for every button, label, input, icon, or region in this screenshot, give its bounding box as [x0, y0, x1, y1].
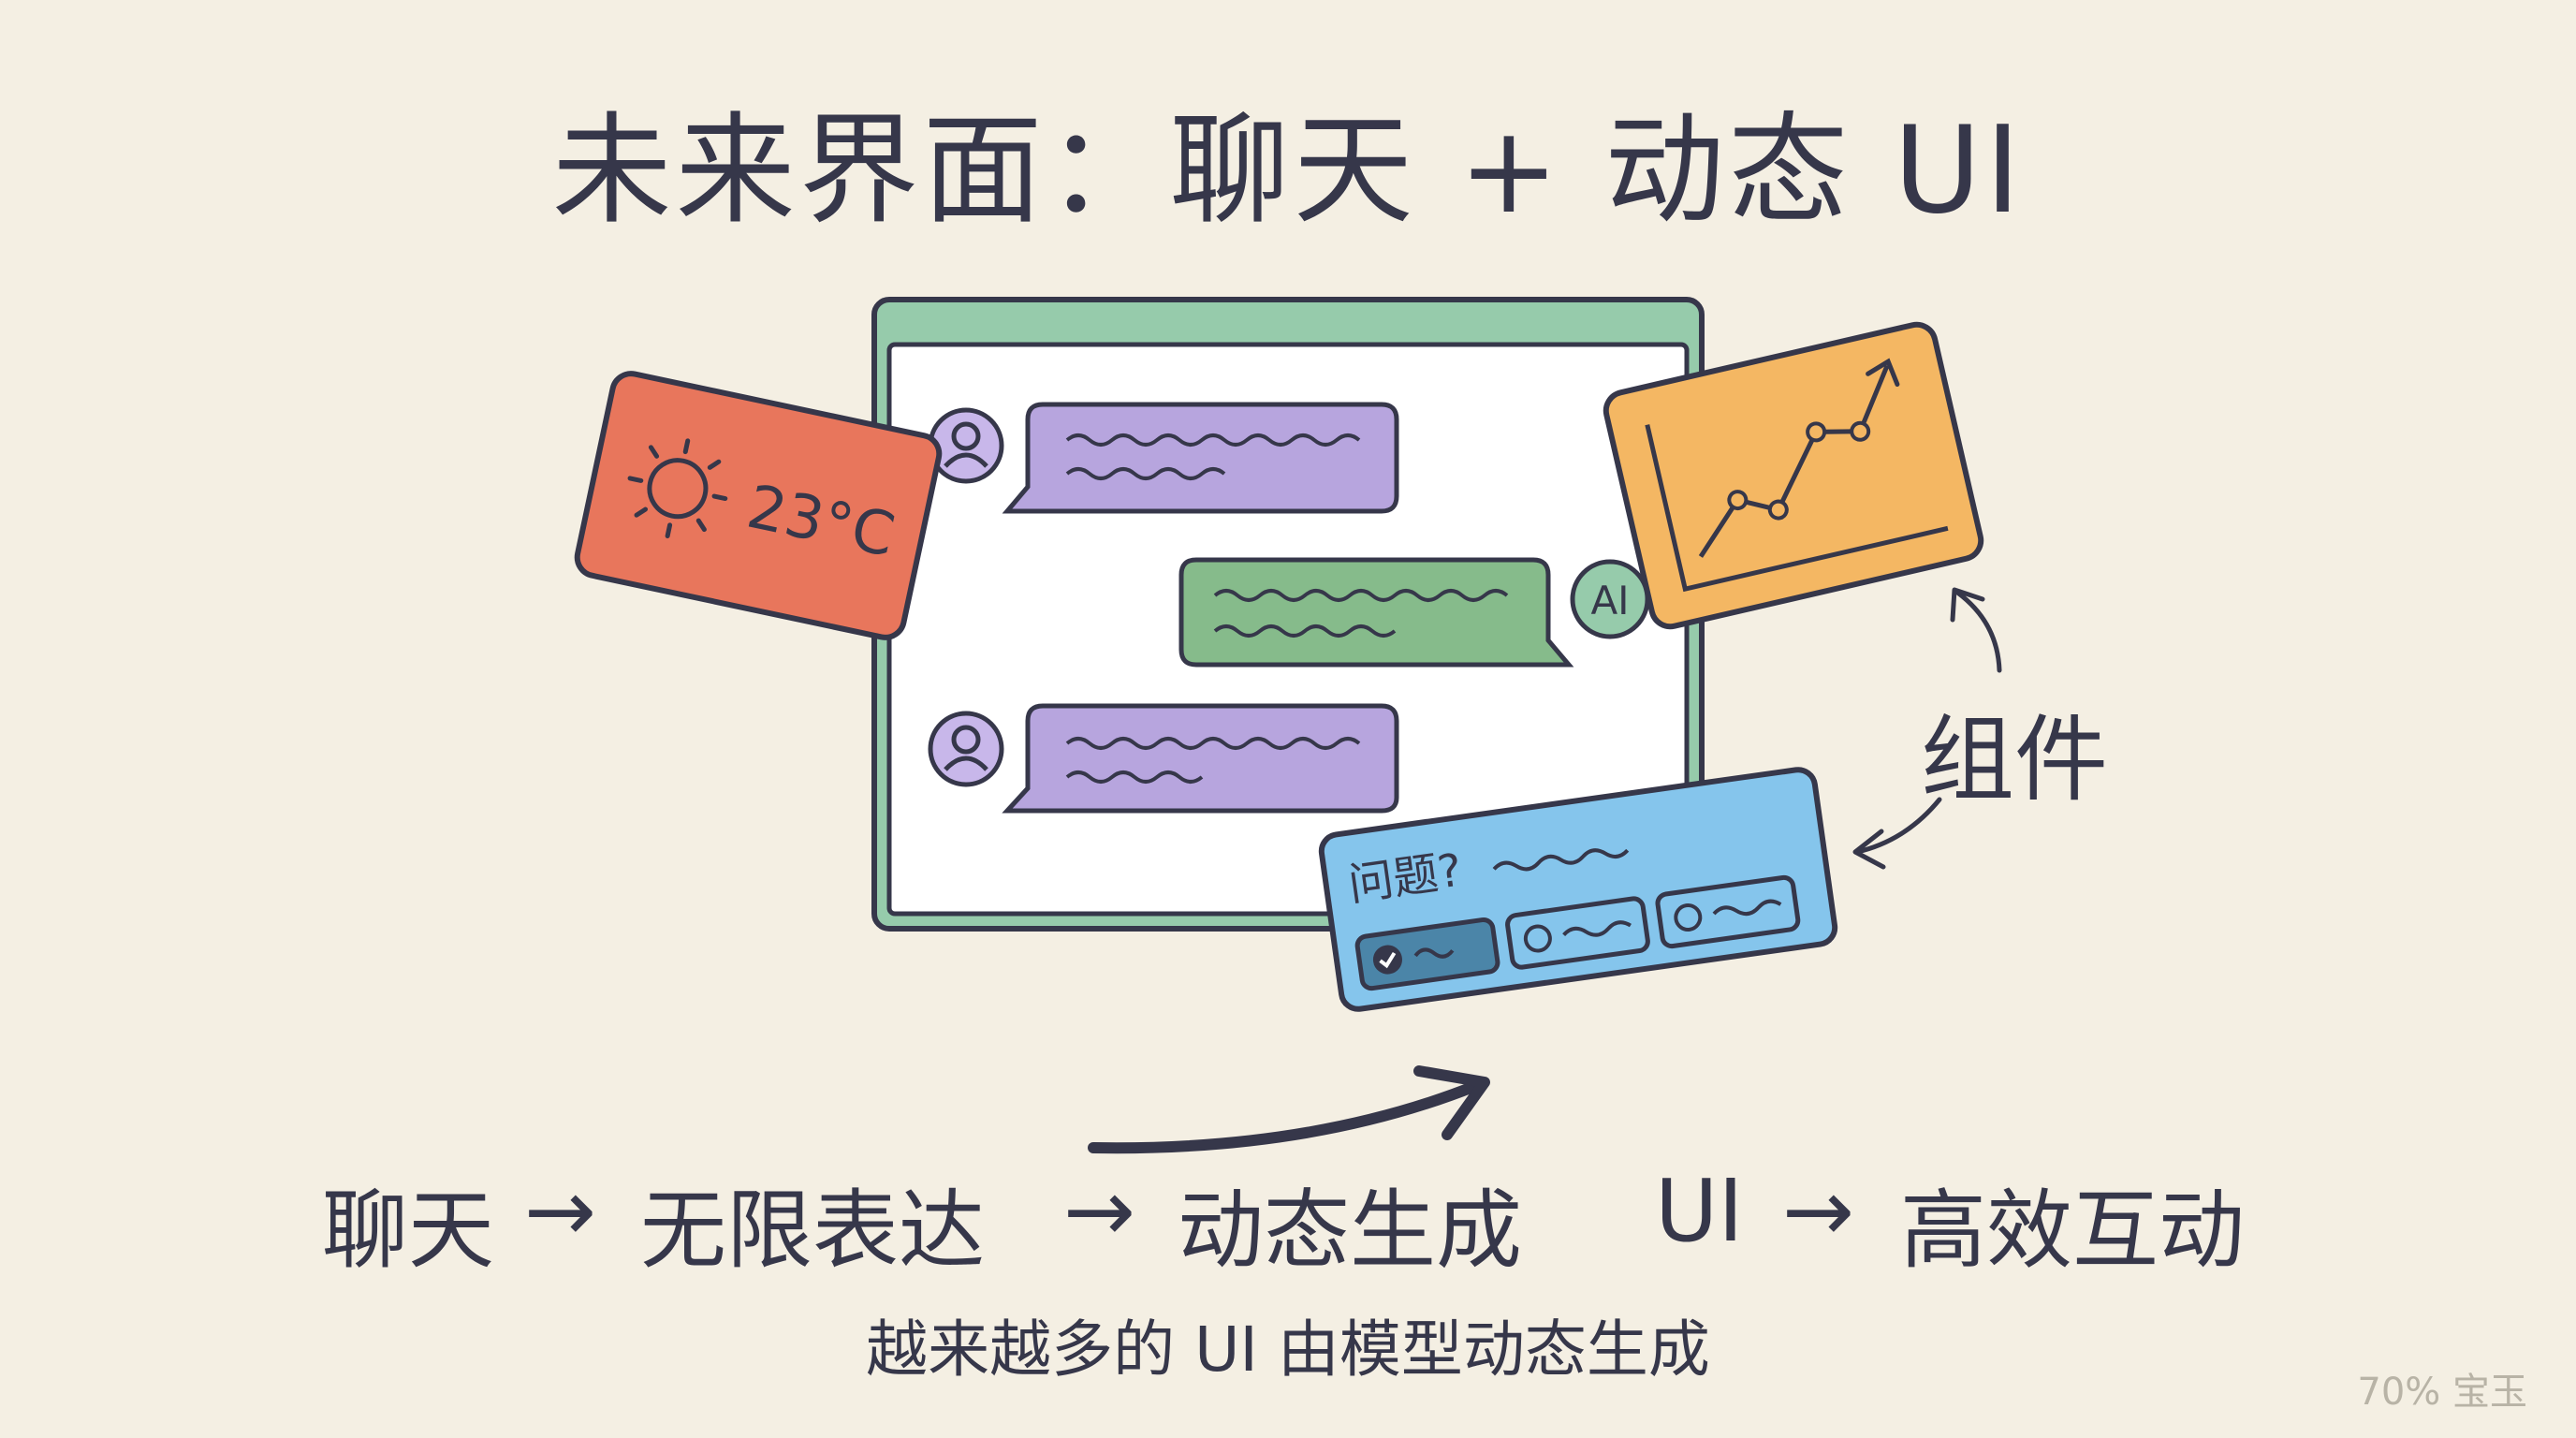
arrow-right-icon: → [1063, 1161, 1136, 1261]
curved-arrow [1088, 1065, 1490, 1154]
user-message-bubble-2 [1002, 703, 1399, 814]
arrow-to-question-card [1852, 797, 1942, 870]
radio-icon [1523, 924, 1552, 953]
ai-message-bubble [1178, 557, 1574, 668]
question-card: 问题? [1318, 767, 1838, 1012]
flow-step-2: 无限表达 [640, 1181, 986, 1281]
flow-step-4: 高效互动 [1900, 1181, 2246, 1281]
arrow-right-icon: → [524, 1161, 597, 1261]
user-icon [944, 421, 988, 468]
option-unselected-1[interactable] [1505, 896, 1650, 970]
option-selected[interactable] [1354, 917, 1500, 991]
ai-avatar: AI [1570, 559, 1650, 639]
user-avatar-2 [928, 711, 1004, 787]
flow-step-3: 动态生成 [1178, 1181, 1523, 1281]
watermark: 70% 宝玉 [2357, 1371, 2527, 1414]
components-label: 组件 [1921, 705, 2108, 814]
user-icon [944, 725, 988, 771]
ai-label: AI [1590, 578, 1629, 624]
page-title: 未来界面：聊天 + 动态 UI [551, 101, 2025, 241]
flow-step-4-prefix: UI [1655, 1161, 1744, 1261]
arrow-to-chart-card [1950, 587, 2002, 673]
radio-icon [1674, 902, 1703, 932]
subtitle: 越来越多的 UI 由模型动态生成 [866, 1313, 1710, 1386]
option-unselected-2[interactable] [1655, 874, 1801, 949]
chart-card [1603, 321, 1984, 630]
user-avatar-1 [928, 407, 1004, 484]
arrow-right-icon: → [1782, 1161, 1855, 1261]
line-chart-icon [1645, 358, 1949, 593]
flow-step-1: 聊天 [322, 1181, 495, 1281]
weather-card: 23°C [574, 371, 943, 640]
sun-icon [627, 438, 728, 539]
user-message-bubble-1 [1002, 402, 1399, 514]
